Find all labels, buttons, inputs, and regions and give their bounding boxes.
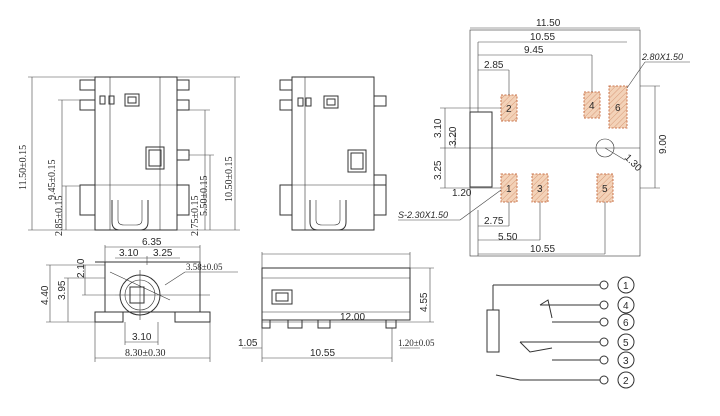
pin-circle-4 bbox=[617, 296, 635, 314]
dim-bv-6-35: 6.35 bbox=[142, 237, 162, 248]
middle-view bbox=[279, 76, 387, 231]
pin-label-3: 3 bbox=[623, 356, 629, 367]
label-pad-small: S-2.30X1.50 bbox=[398, 210, 448, 220]
pad-6 bbox=[608, 85, 628, 129]
dim-fp-10-55: 10.55 bbox=[530, 32, 555, 43]
dim-front-c: 2.75±0.15 bbox=[190, 196, 201, 237]
dim-front-a: 9.45±0.15 bbox=[47, 160, 58, 201]
pin-circle-2 bbox=[617, 371, 635, 389]
dim-bv-3-10-bottom: 3.10 bbox=[132, 332, 152, 343]
schematic-contact bbox=[486, 309, 500, 353]
dim-bv-4-40: 4.40 bbox=[40, 285, 51, 305]
pin-circle-3 bbox=[617, 351, 635, 369]
pad-label-6: 6 bbox=[615, 103, 621, 114]
dim-front-d: 5.50±0.15 bbox=[199, 176, 210, 217]
dim-fp-2-75: 2.75 bbox=[484, 216, 504, 227]
pad-5 bbox=[596, 173, 614, 203]
label-pad-large: 2.80X1.50 bbox=[641, 52, 683, 62]
dim-fp-1-20: 1.20 bbox=[452, 188, 472, 199]
pin-circle-6 bbox=[617, 313, 635, 331]
dim-fp-3-20: 3.20 bbox=[448, 126, 459, 146]
dim-sv-1-05: 1.05 bbox=[238, 338, 258, 349]
dim-sv-4-55: 4.55 bbox=[419, 292, 430, 312]
side-body bbox=[261, 267, 411, 321]
pad-label-4: 4 bbox=[589, 101, 595, 112]
dim-fp-10-55-bottom: 10.55 bbox=[530, 244, 555, 255]
dim-fp-5-50: 5.50 bbox=[498, 232, 518, 243]
dim-bv-2-10: 2.10 bbox=[76, 258, 87, 278]
dim-sv-10-55: 10.55 bbox=[310, 348, 335, 359]
dim-front-b: 2.85±0.15 bbox=[54, 196, 65, 237]
pin-label-4: 4 bbox=[623, 301, 629, 312]
dim-fp-2-85: 2.85 bbox=[484, 60, 504, 71]
dim-sv-1-20: 1.20±0.05 bbox=[398, 338, 435, 348]
pin-label-5: 5 bbox=[623, 338, 629, 349]
pad-label-5: 5 bbox=[602, 184, 608, 195]
dim-front-e: 10.50±0.15 bbox=[224, 157, 235, 203]
pin-label-6: 6 bbox=[623, 318, 629, 329]
dim-bv-3-25: 3.25 bbox=[153, 248, 173, 259]
dim-fp-1-30: 1.30 bbox=[622, 152, 644, 174]
side-view: 12.00 4.55 1.05 10.55 1.20±0.05 bbox=[238, 252, 435, 362]
pin-circle-5 bbox=[617, 333, 635, 351]
dim-front-height: 11.50±0.15 bbox=[18, 145, 29, 190]
front-view: 11.50±0.15 9.45±0.15 2.85±0.15 2.75±0.15… bbox=[18, 76, 240, 237]
pad-label-3: 3 bbox=[537, 184, 543, 195]
pad-label-2: 2 bbox=[506, 104, 512, 115]
dim-fp-11-50: 11.50 bbox=[536, 18, 561, 29]
dim-fp-3-10: 3.10 bbox=[433, 118, 444, 138]
pcb-footprint: 2 4 6 1 3 5 11.50 10.55 9.45 2.85 3.10 3… bbox=[398, 18, 690, 257]
dim-bv-3-95: 3.95 bbox=[57, 280, 68, 300]
schematic: 1 4 6 5 3 2 bbox=[486, 276, 635, 389]
dim-bv-hole: 3.58±0.05 bbox=[186, 262, 223, 272]
pad-label-1: 1 bbox=[506, 184, 512, 195]
dim-bv-3-10-top: 3.10 bbox=[119, 248, 139, 259]
pad-3 bbox=[531, 173, 549, 203]
dim-fp-9-45: 9.45 bbox=[524, 45, 544, 56]
dim-bv-8-30: 8.30±0.30 bbox=[125, 348, 166, 359]
dim-fp-3-25: 3.25 bbox=[433, 160, 444, 180]
bottom-view: 6.35 3.10 3.25 2.10 3.95 4.40 3.10 8.30±… bbox=[40, 237, 238, 362]
pin-circle-1 bbox=[617, 276, 635, 294]
dim-sv-12-00: 12.00 bbox=[340, 312, 365, 323]
dim-fp-9-00: 9.00 bbox=[658, 134, 669, 154]
pin-label-2: 2 bbox=[623, 376, 629, 387]
pin-label-1: 1 bbox=[623, 281, 629, 292]
